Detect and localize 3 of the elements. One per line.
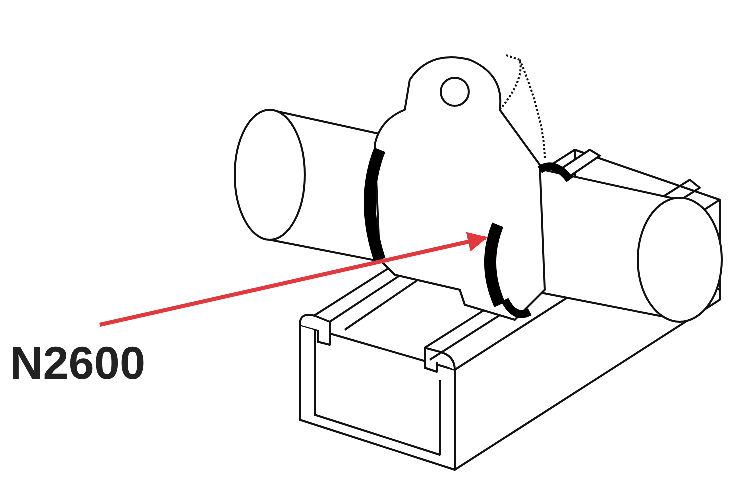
leader-arrow [100, 232, 488, 327]
part-number: N2600 [10, 340, 146, 386]
rubber-lining [484, 222, 506, 308]
